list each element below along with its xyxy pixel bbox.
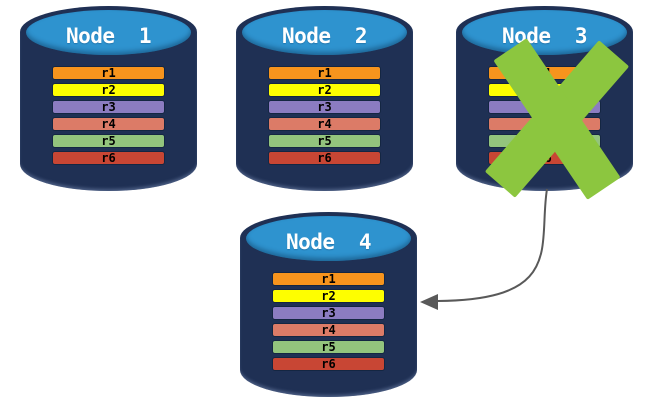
- arrowhead-icon: [420, 294, 438, 310]
- node-3-row-stack: r1 r2 r3 r4 r5 r6: [488, 66, 601, 168]
- node-2-cylinder-top-face: [242, 10, 407, 55]
- node-2-row-r4: r4: [268, 117, 381, 131]
- node-1-cylinder-top-face: [26, 10, 191, 55]
- node-4-row-r1: r1: [272, 272, 385, 286]
- node-3-title: Node 3: [501, 24, 588, 48]
- node-2-row-r3: r3: [268, 100, 381, 114]
- node-4-row-stack: r1 r2 r3 r4 r5 r6: [272, 272, 385, 374]
- node-1-row-r4: r4: [52, 117, 165, 131]
- node-3-row-r4: r4: [488, 117, 601, 131]
- node-1-row-stack: r1 r2 r3 r4 r5 r6: [52, 66, 165, 168]
- node-3-row-r1: r1: [488, 66, 601, 80]
- node-4-cylinder-top-face: [246, 216, 411, 261]
- node-2-title: Node 2: [281, 24, 368, 48]
- arrow-curve: [437, 188, 548, 302]
- node-4-row-r6: r6: [272, 357, 385, 371]
- node-2-row-r5: r5: [268, 134, 381, 148]
- node-2-row-r1: r1: [268, 66, 381, 80]
- node-4-title: Node 4: [285, 230, 372, 254]
- node-1-row-r5: r5: [52, 134, 165, 148]
- node-2-row-r2: r2: [268, 83, 381, 97]
- node-4: Node 4 r1 r2 r3 r4 r5 r6: [240, 212, 417, 397]
- node-1-title: Node 1: [65, 24, 152, 48]
- node-2: Node 2 r1 r2 r3 r4 r5 r6: [236, 6, 413, 191]
- node-4-row-r5: r5: [272, 340, 385, 354]
- node-2-row-r6: r6: [268, 151, 381, 165]
- node-4-row-r2: r2: [272, 289, 385, 303]
- node-3-row-r6: r6: [488, 151, 601, 165]
- node-1-row-r6: r6: [52, 151, 165, 165]
- node-1-row-r3: r3: [52, 100, 165, 114]
- node-1: Node 1 r1 r2 r3 r4 r5 r6: [20, 6, 197, 191]
- node-3-row-r2: r2: [488, 83, 601, 97]
- node-4-row-r3: r3: [272, 306, 385, 320]
- node-1-row-r2: r2: [52, 83, 165, 97]
- node-3: Node 3 r1 r2 r3 r4 r5 r6: [456, 6, 633, 200]
- node-4-row-r4: r4: [272, 323, 385, 337]
- node-1-row-r1: r1: [52, 66, 165, 80]
- node-2-row-stack: r1 r2 r3 r4 r5 r6: [268, 66, 381, 168]
- node-3-row-r3: r3: [488, 100, 601, 114]
- node-3-row-r5: r5: [488, 134, 601, 148]
